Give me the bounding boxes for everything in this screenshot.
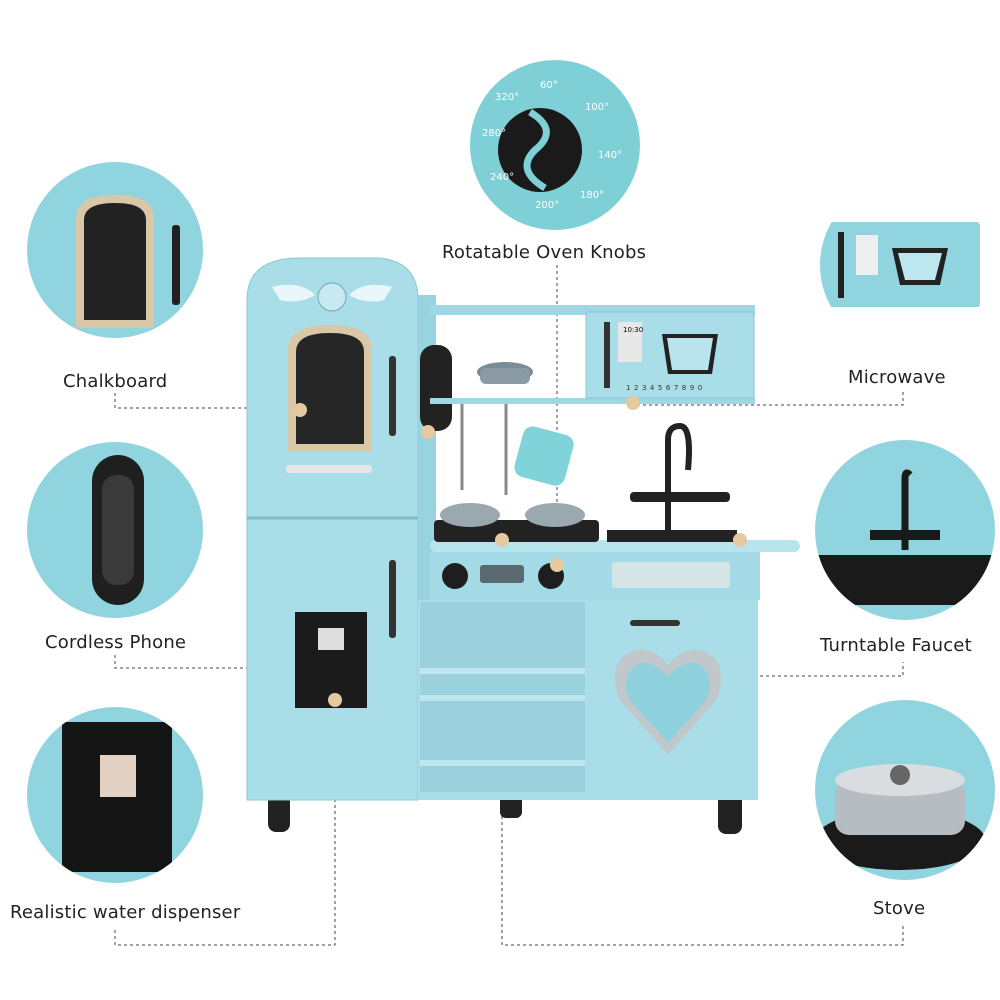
phone-detail (27, 442, 203, 618)
mw-btn-8: 8 (681, 384, 690, 392)
callout-cordless-phone: Cordless Phone (45, 632, 187, 653)
dial-280: 280° (482, 128, 506, 139)
mw-btn-9: 9 (689, 384, 698, 392)
kitchen-body: 10:30 (246, 257, 800, 834)
callout-chalkboard: Chalkboard (63, 371, 168, 392)
callout-water-dispenser: Realistic water dispenser (10, 902, 241, 923)
mw-btn-1: 1 (626, 384, 634, 392)
mw-btn-4: 4 (649, 384, 658, 392)
microwave-buttons: 1234567890 (626, 384, 706, 392)
dial-140: 140° (598, 150, 622, 161)
dial-100: 100° (585, 102, 609, 113)
stove-detail (815, 700, 995, 880)
microwave-detail (820, 180, 990, 350)
mw-btn-2: 2 (633, 384, 642, 392)
dial-240: 240° (490, 172, 514, 183)
mw-btn-0: 0 (697, 384, 706, 392)
callout-oven-knobs: Rotatable Oven Knobs (442, 242, 647, 263)
mw-btn-6: 6 (665, 384, 674, 392)
callout-microwave: Microwave (848, 367, 946, 388)
mw-btn-7: 7 (673, 384, 682, 392)
dial-180: 180° (580, 190, 604, 201)
microwave-clock: 10:30 (623, 326, 643, 334)
dial-60: 60° (540, 80, 558, 91)
chalkboard-detail (27, 162, 203, 338)
callout-faucet: Turntable Faucet (820, 635, 972, 656)
mw-btn-5: 5 (657, 384, 666, 392)
callout-stove: Stove (873, 898, 926, 919)
water-dispenser-detail (27, 707, 203, 883)
dial-200: 200° (535, 200, 559, 211)
dial-320: 320° (495, 92, 519, 103)
mw-btn-3: 3 (641, 384, 650, 392)
oven-knob-detail: 60° 100° 140° 180° 200° 240° 280° 320° (470, 60, 640, 230)
faucet-detail (815, 440, 995, 620)
